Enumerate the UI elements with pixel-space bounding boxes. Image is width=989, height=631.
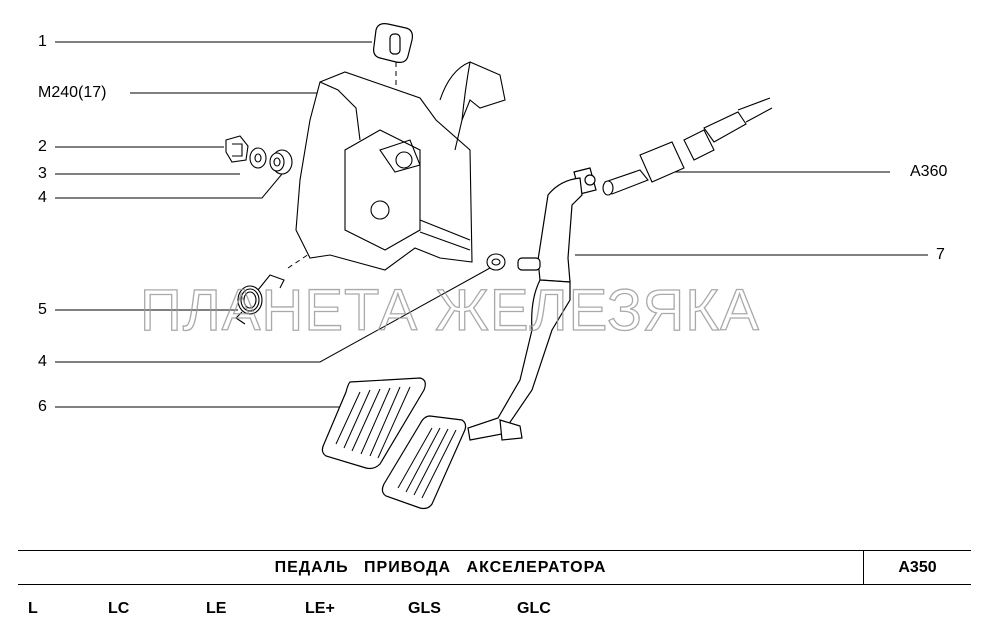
trim-glc: GLC	[517, 600, 551, 617]
return-spring	[235, 274, 285, 325]
callout-4: 4	[38, 189, 47, 206]
pedal-bracket	[295, 61, 506, 271]
callout-3: 3	[38, 165, 47, 182]
parts-diagram: ПЛАНЕТА ЖЕЛЕЗЯКА	[55, 23, 928, 510]
trim-lc: LC	[108, 600, 130, 617]
callout-5: 5	[38, 301, 47, 318]
bushing-clip	[225, 135, 249, 163]
bushing	[269, 149, 293, 175]
callout-a360: A360	[910, 163, 948, 180]
callout-m240: M240(17)	[38, 84, 107, 101]
clip-part	[373, 23, 413, 63]
title-divider	[863, 551, 864, 584]
callout-6: 6	[38, 398, 47, 415]
trim-gls: GLS	[408, 600, 441, 617]
pedal-pad	[321, 377, 467, 510]
watermark-text: ПЛАНЕТА ЖЕЛЕЗЯКА	[140, 278, 760, 343]
washer	[249, 147, 267, 169]
trim-l: L	[28, 600, 38, 617]
callout-2: 2	[38, 138, 47, 155]
pedal-arm	[467, 167, 597, 441]
section-code: A350	[898, 558, 937, 576]
leader-lines	[55, 41, 928, 408]
trim-levels: L LC LE LE+ GLS GLC	[0, 600, 989, 624]
bushing-lower	[486, 253, 506, 271]
trim-le-plus: LE+	[305, 600, 335, 617]
trim-le: LE	[206, 600, 227, 617]
accelerator-cable	[602, 97, 773, 196]
pedal-pad-ribs	[335, 386, 457, 499]
callout-1: 1	[38, 33, 47, 50]
callout-4-lower: 4	[38, 353, 47, 370]
page-title: ПЕДАЛЬ ПРИВОДА АКСЕЛЕРАТОРА	[274, 558, 607, 576]
title-bar: ПЕДАЛЬ ПРИВОДА АКСЕЛЕРАТОРА A350	[18, 550, 971, 585]
callout-7: 7	[936, 246, 945, 263]
